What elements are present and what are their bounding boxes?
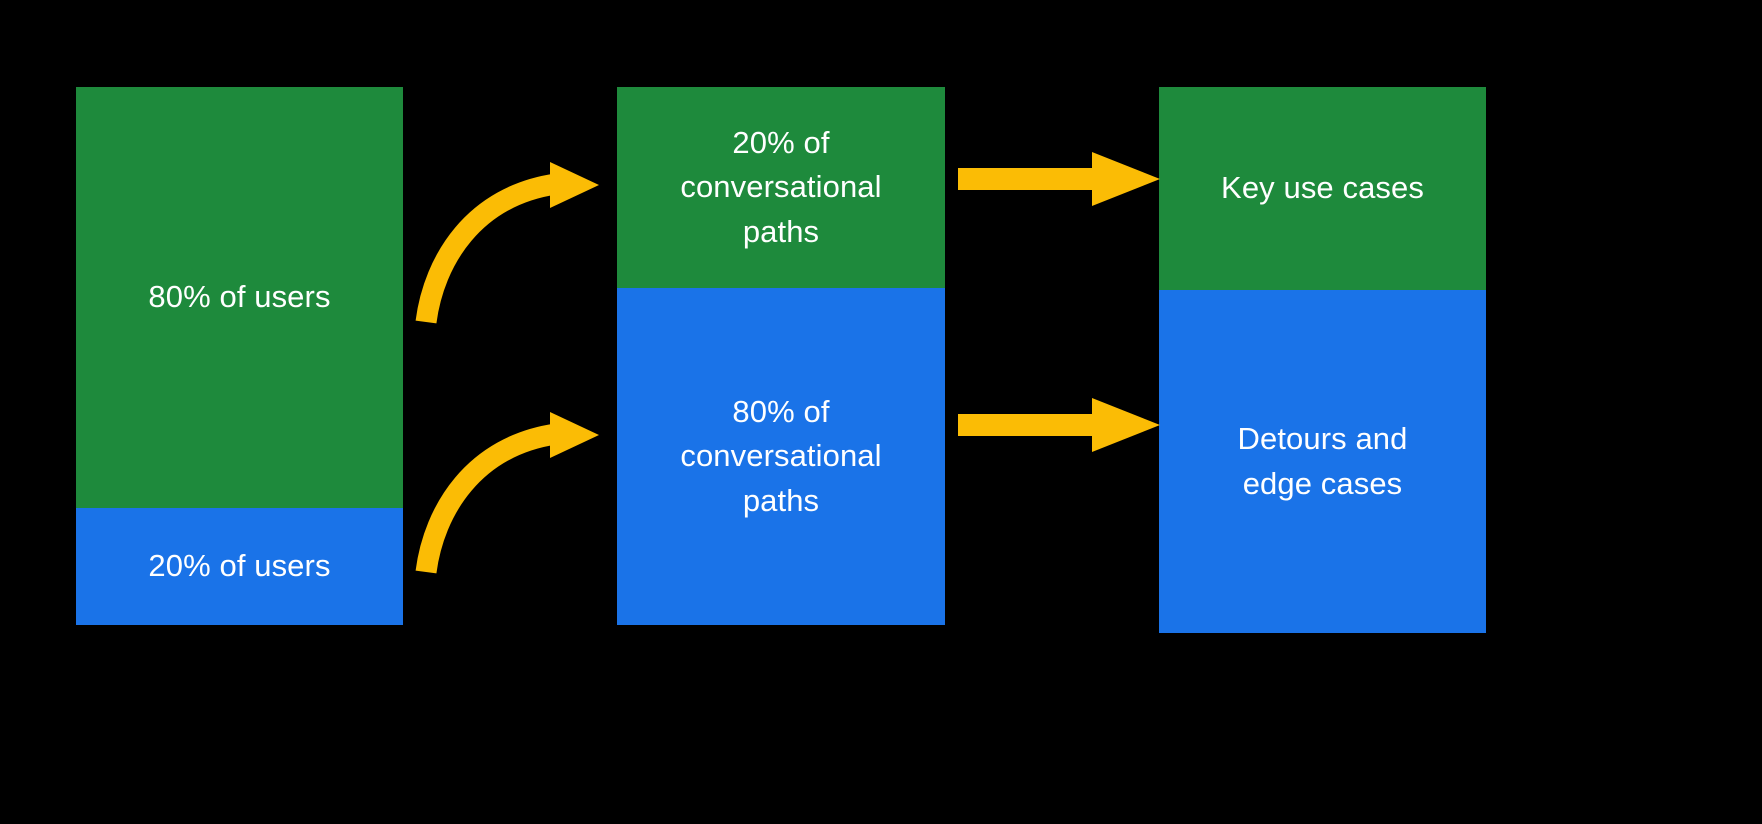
straight-arrow-right-second-icon	[958, 398, 1160, 452]
straight-arrow-right-icon	[958, 152, 1160, 206]
curved-arrow-up-icon	[415, 162, 599, 324]
segment-users-minority: 20% of users	[76, 508, 403, 625]
segment-outcome-detours: Detours and edge cases	[1159, 290, 1486, 633]
segment-users-majority: 80% of users	[76, 87, 403, 508]
column-outcomes: Key use cases Detours and edge cases	[1159, 87, 1486, 633]
segment-paths-majority: 80% of conversational paths	[617, 288, 945, 625]
curved-arrow-up-second-icon	[415, 412, 599, 574]
column-conversational-paths: 20% of conversational paths 80% of conve…	[617, 87, 945, 625]
column-users: 80% of users 20% of users	[76, 87, 403, 625]
segment-outcome-key-use-cases: Key use cases	[1159, 87, 1486, 290]
segment-paths-minority: 20% of conversational paths	[617, 87, 945, 288]
